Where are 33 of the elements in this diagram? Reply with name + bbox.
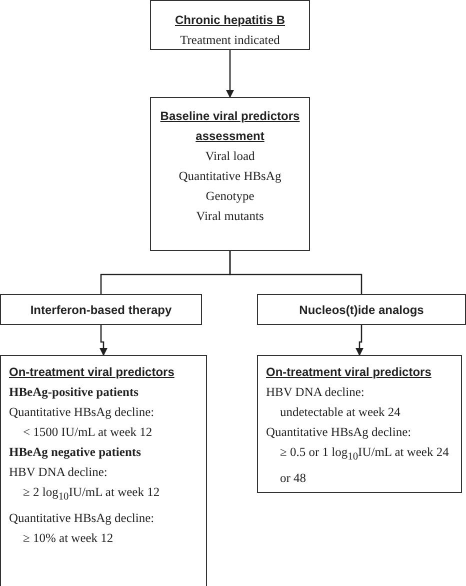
heading-text: Chronic hepatitis B (174, 12, 286, 29)
body-text: < 1500 IU/mL at week 12 (22, 424, 154, 441)
body-text: Viral mutants (195, 208, 265, 225)
body-text: HBV DNA decline: (9, 464, 108, 481)
connector-line (229, 251, 362, 294)
body-text: HBV DNA decline: (266, 384, 366, 401)
heading-text: Baseline viral predictors assessment (159, 108, 301, 145)
arrow (226, 50, 234, 98)
process-box (150, 97, 310, 251)
body-text: Treatment indicated (179, 32, 281, 49)
group-heading: HBeAg-positive patients (9, 384, 140, 401)
arrow (356, 325, 364, 356)
group-heading: HBeAg negative patients (9, 444, 142, 461)
body-text: ≥ 2 log$_{10}$IU/mL at week 12 (22, 484, 161, 504)
node-label: Nucleos(t)ide analogs (299, 302, 424, 318)
process-box (257, 355, 462, 493)
arrow (100, 325, 108, 356)
heading-text: On-treatment viral predictors (266, 364, 432, 381)
body-text: Quantitative HBsAg decline: (266, 424, 412, 441)
process-box (257, 294, 466, 325)
body-text: Quantitative HBsAg decline: (9, 510, 156, 527)
process-box (150, 0, 310, 50)
body-text: Quantitative HBsAg (178, 168, 282, 185)
body-text: Viral load (204, 148, 256, 165)
node-label: Interferon-based therapy (30, 302, 172, 318)
process-box (0, 355, 207, 586)
body-text: ≥ 10% at week 12 (22, 530, 114, 546)
body-text: Genotype (204, 188, 256, 205)
body-text: undetectable at week 24 (279, 404, 402, 421)
process-box (0, 294, 202, 325)
heading-text: On-treatment viral predictors (9, 364, 176, 381)
body-text: ≥ 0.5 or 1 log$_{10}$IU/mL at week 24 or 48 (279, 444, 450, 486)
body-text: Quantitative HBsAg decline: (9, 404, 156, 421)
